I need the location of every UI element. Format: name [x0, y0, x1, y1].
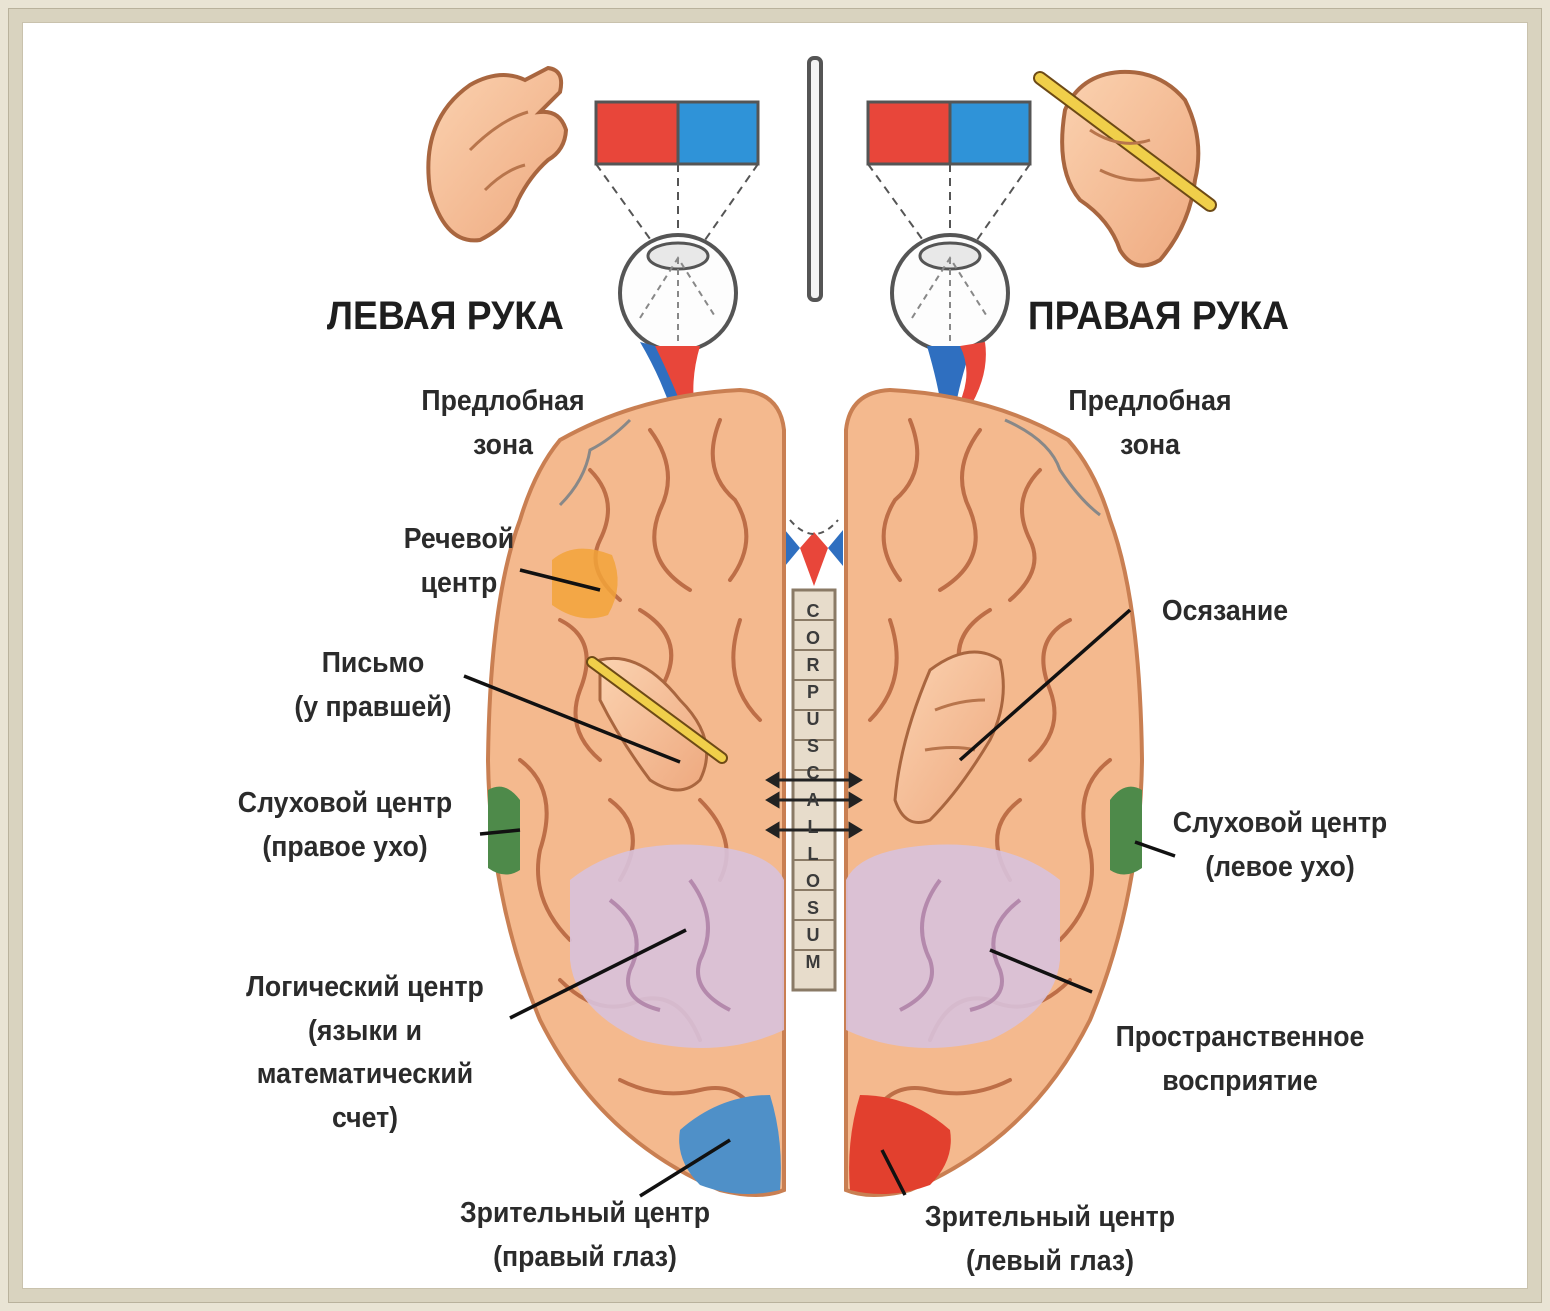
- left-visual-label: Зрительный центр(правый глаз): [433, 1192, 737, 1279]
- right-color-card: [868, 102, 1030, 164]
- right-hand-title: ПРАВАЯ РУКА: [1028, 286, 1289, 346]
- writing-label: Письмо(у правшей): [276, 642, 469, 729]
- logic-center-label: Логический центр(языки иматематическийсч…: [222, 966, 507, 1140]
- left-prefrontal-label: Предлобнаязона: [406, 380, 599, 467]
- speech-center-zone: [552, 549, 618, 619]
- right-auditory-zone: [1110, 787, 1142, 875]
- left-auditory-label: Слуховой центр(правое ухо): [212, 782, 479, 869]
- left-hand-title: ЛЕВАЯ РУКА: [327, 286, 564, 346]
- left-hand-illustration: [428, 68, 566, 240]
- left-hemisphere: [488, 390, 784, 1195]
- optic-chiasm: [785, 520, 843, 586]
- right-prefrontal-label: Предлобнаязона: [1049, 380, 1251, 467]
- right-eye: [892, 235, 1008, 412]
- left-color-card: [596, 102, 758, 164]
- right-visual-label: Зрительный центр(левый глаз): [894, 1196, 1207, 1283]
- corpus-callosum-label: CORPUSCALLOSUM: [802, 598, 824, 976]
- spatial-perception-label: Пространственноевосприятие: [1093, 1016, 1387, 1103]
- left-eye: [620, 235, 736, 412]
- touch-label: Осязание: [1138, 590, 1313, 634]
- center-divider: [809, 58, 821, 300]
- right-hand-illustration: [1040, 72, 1210, 266]
- speech-center-label: Речевойцентр: [390, 518, 528, 605]
- right-auditory-label: Слуховой центр(левое ухо): [1142, 802, 1418, 889]
